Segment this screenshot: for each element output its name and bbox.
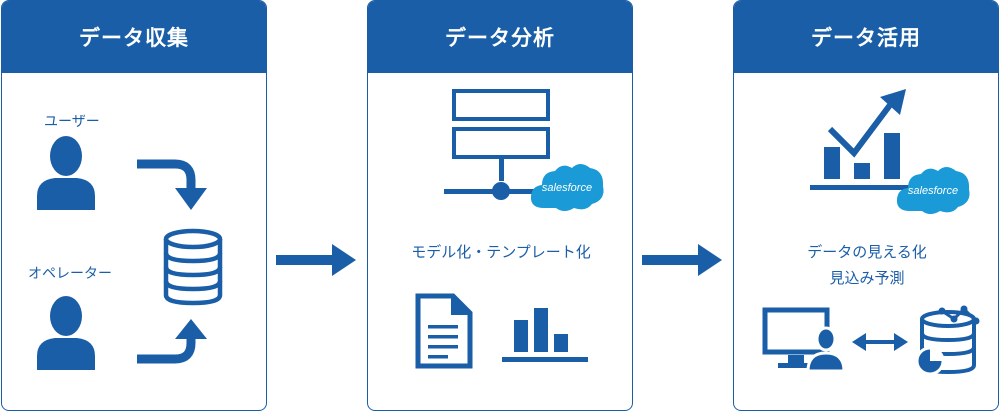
panel-data-analysis: データ分析 salesforce モデル化・テンプレート化 [367, 0, 633, 411]
panel-title-collection: データ収集 [2, 1, 266, 73]
panel-title-utilization: データ活用 [734, 1, 998, 73]
analysis-caption: モデル化・テンプレート化 [411, 243, 591, 261]
flow-arrow-icon [642, 244, 722, 276]
panel-data-collection: データ収集 ユーザー オペレーター [1, 0, 267, 411]
flow-arrow-icon [137, 159, 207, 210]
salesforce-cloud-icon: salesforce [530, 164, 604, 211]
database-icon [163, 228, 223, 306]
flow-arrow-icon [137, 319, 207, 364]
monitor-user-icon [762, 307, 846, 373]
flow-arrow-icon [276, 244, 356, 276]
sync-arrow-icon [852, 333, 908, 351]
panel-data-utilization: データ活用 salesforce データの見える化 見込み予測 [733, 0, 999, 411]
utilization-caption-line2: 見込み予測 [829, 269, 905, 287]
operator-label: オペレーター [28, 266, 112, 282]
operator-icon [37, 296, 95, 370]
user-icon [37, 136, 95, 210]
salesforce-cloud-icon: salesforce [896, 167, 970, 214]
bar-chart-icon [502, 308, 588, 362]
salesforce-badge: salesforce [542, 182, 592, 194]
database-chart-icon [915, 305, 980, 376]
document-icon [415, 293, 473, 369]
salesforce-badge: salesforce [908, 185, 958, 197]
server-icon [444, 89, 554, 200]
panel-title-analysis: データ分析 [368, 1, 632, 73]
utilization-caption-line1: データの見える化 [807, 243, 927, 261]
user-label: ユーザー [44, 114, 100, 130]
growth-chart-icon [810, 89, 920, 190]
